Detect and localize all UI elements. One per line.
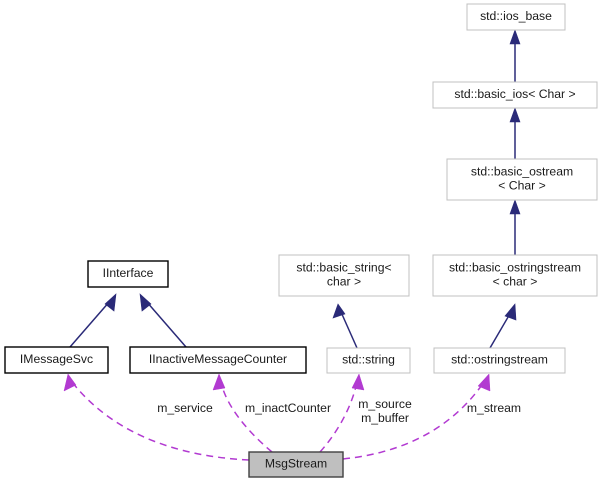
inheritance-edge [139, 293, 187, 348]
class-node-box[interactable] [433, 347, 566, 374]
class-node-iinactive[interactable]: IInactiveMessageCounter [129, 346, 307, 374]
class-node-string[interactable]: std::string [326, 347, 411, 374]
class-node-label: < char > [493, 275, 538, 289]
association-label-text: m_service [157, 401, 213, 415]
class-node-label: IMessageSvc [20, 352, 93, 366]
inheritance-edge [69, 293, 117, 348]
class-node-basic_string[interactable]: std::basic_string<char > [278, 254, 410, 297]
class-node-label: std::basic_ostream [471, 165, 573, 179]
association-label: m_service [157, 401, 213, 415]
class-node-ostringstream[interactable]: std::ostringstream [433, 347, 566, 374]
inheritance-edge [332, 303, 358, 349]
class-node-box[interactable] [278, 254, 410, 297]
class-node-box[interactable] [248, 451, 344, 478]
inheritance-edge [509, 199, 521, 255]
association-label-text: m_source [358, 397, 412, 411]
association-label: m_stream [467, 401, 521, 415]
class-node-label: IInterface [103, 266, 154, 280]
class-node-box[interactable] [466, 3, 566, 31]
class-node-label: < Char > [498, 179, 545, 193]
class-node-box[interactable] [432, 254, 598, 297]
association-edge [63, 373, 250, 461]
association-edge [342, 373, 491, 460]
class-node-label: std::basic_ios< Char > [454, 87, 575, 101]
association-label-text: m_inactCounter [245, 401, 331, 415]
association-edge [319, 373, 365, 453]
inheritance-edge [509, 107, 521, 159]
association-label-text: m_stream [467, 401, 521, 415]
inheritance-edge [489, 303, 517, 349]
class-node-basic_ostringstream[interactable]: std::basic_ostringstream< char > [432, 254, 598, 297]
class-node-iinterface[interactable]: IInterface [87, 260, 169, 288]
class-node-box[interactable] [87, 260, 169, 288]
class-node-basic_ios[interactable]: std::basic_ios< Char > [432, 81, 598, 109]
class-node-ios_base[interactable]: std::ios_base [466, 3, 566, 31]
class-node-box[interactable] [129, 346, 307, 374]
class-node-label: std::ostringstream [451, 353, 548, 367]
class-node-label: std::string [342, 353, 395, 367]
class-node-label: char > [327, 275, 361, 289]
class-node-imessagesvc[interactable]: IMessageSvc [4, 346, 109, 374]
association-label: m_inactCounter [245, 401, 331, 415]
association-edge [212, 373, 273, 453]
class-node-msgstream[interactable]: MsgStream [248, 451, 344, 478]
class-node-box[interactable] [432, 81, 598, 109]
class-node-label: IInactiveMessageCounter [149, 352, 287, 366]
class-node-label: std::basic_string< [296, 261, 391, 275]
class-node-label: std::basic_ostringstream [449, 261, 581, 275]
class-node-box[interactable] [4, 346, 109, 374]
inheritance-edge-layer [69, 29, 521, 349]
association-label-text: m_buffer [361, 411, 409, 425]
class-node-label: MsgStream [265, 457, 327, 471]
class-node-box[interactable] [326, 347, 411, 374]
class-node-box[interactable] [446, 158, 598, 201]
class-node-label: std::ios_base [480, 9, 552, 23]
inheritance-edge [509, 29, 521, 82]
class-node-basic_ostream[interactable]: std::basic_ostream< Char > [446, 158, 598, 201]
association-edge-layer [63, 373, 491, 461]
